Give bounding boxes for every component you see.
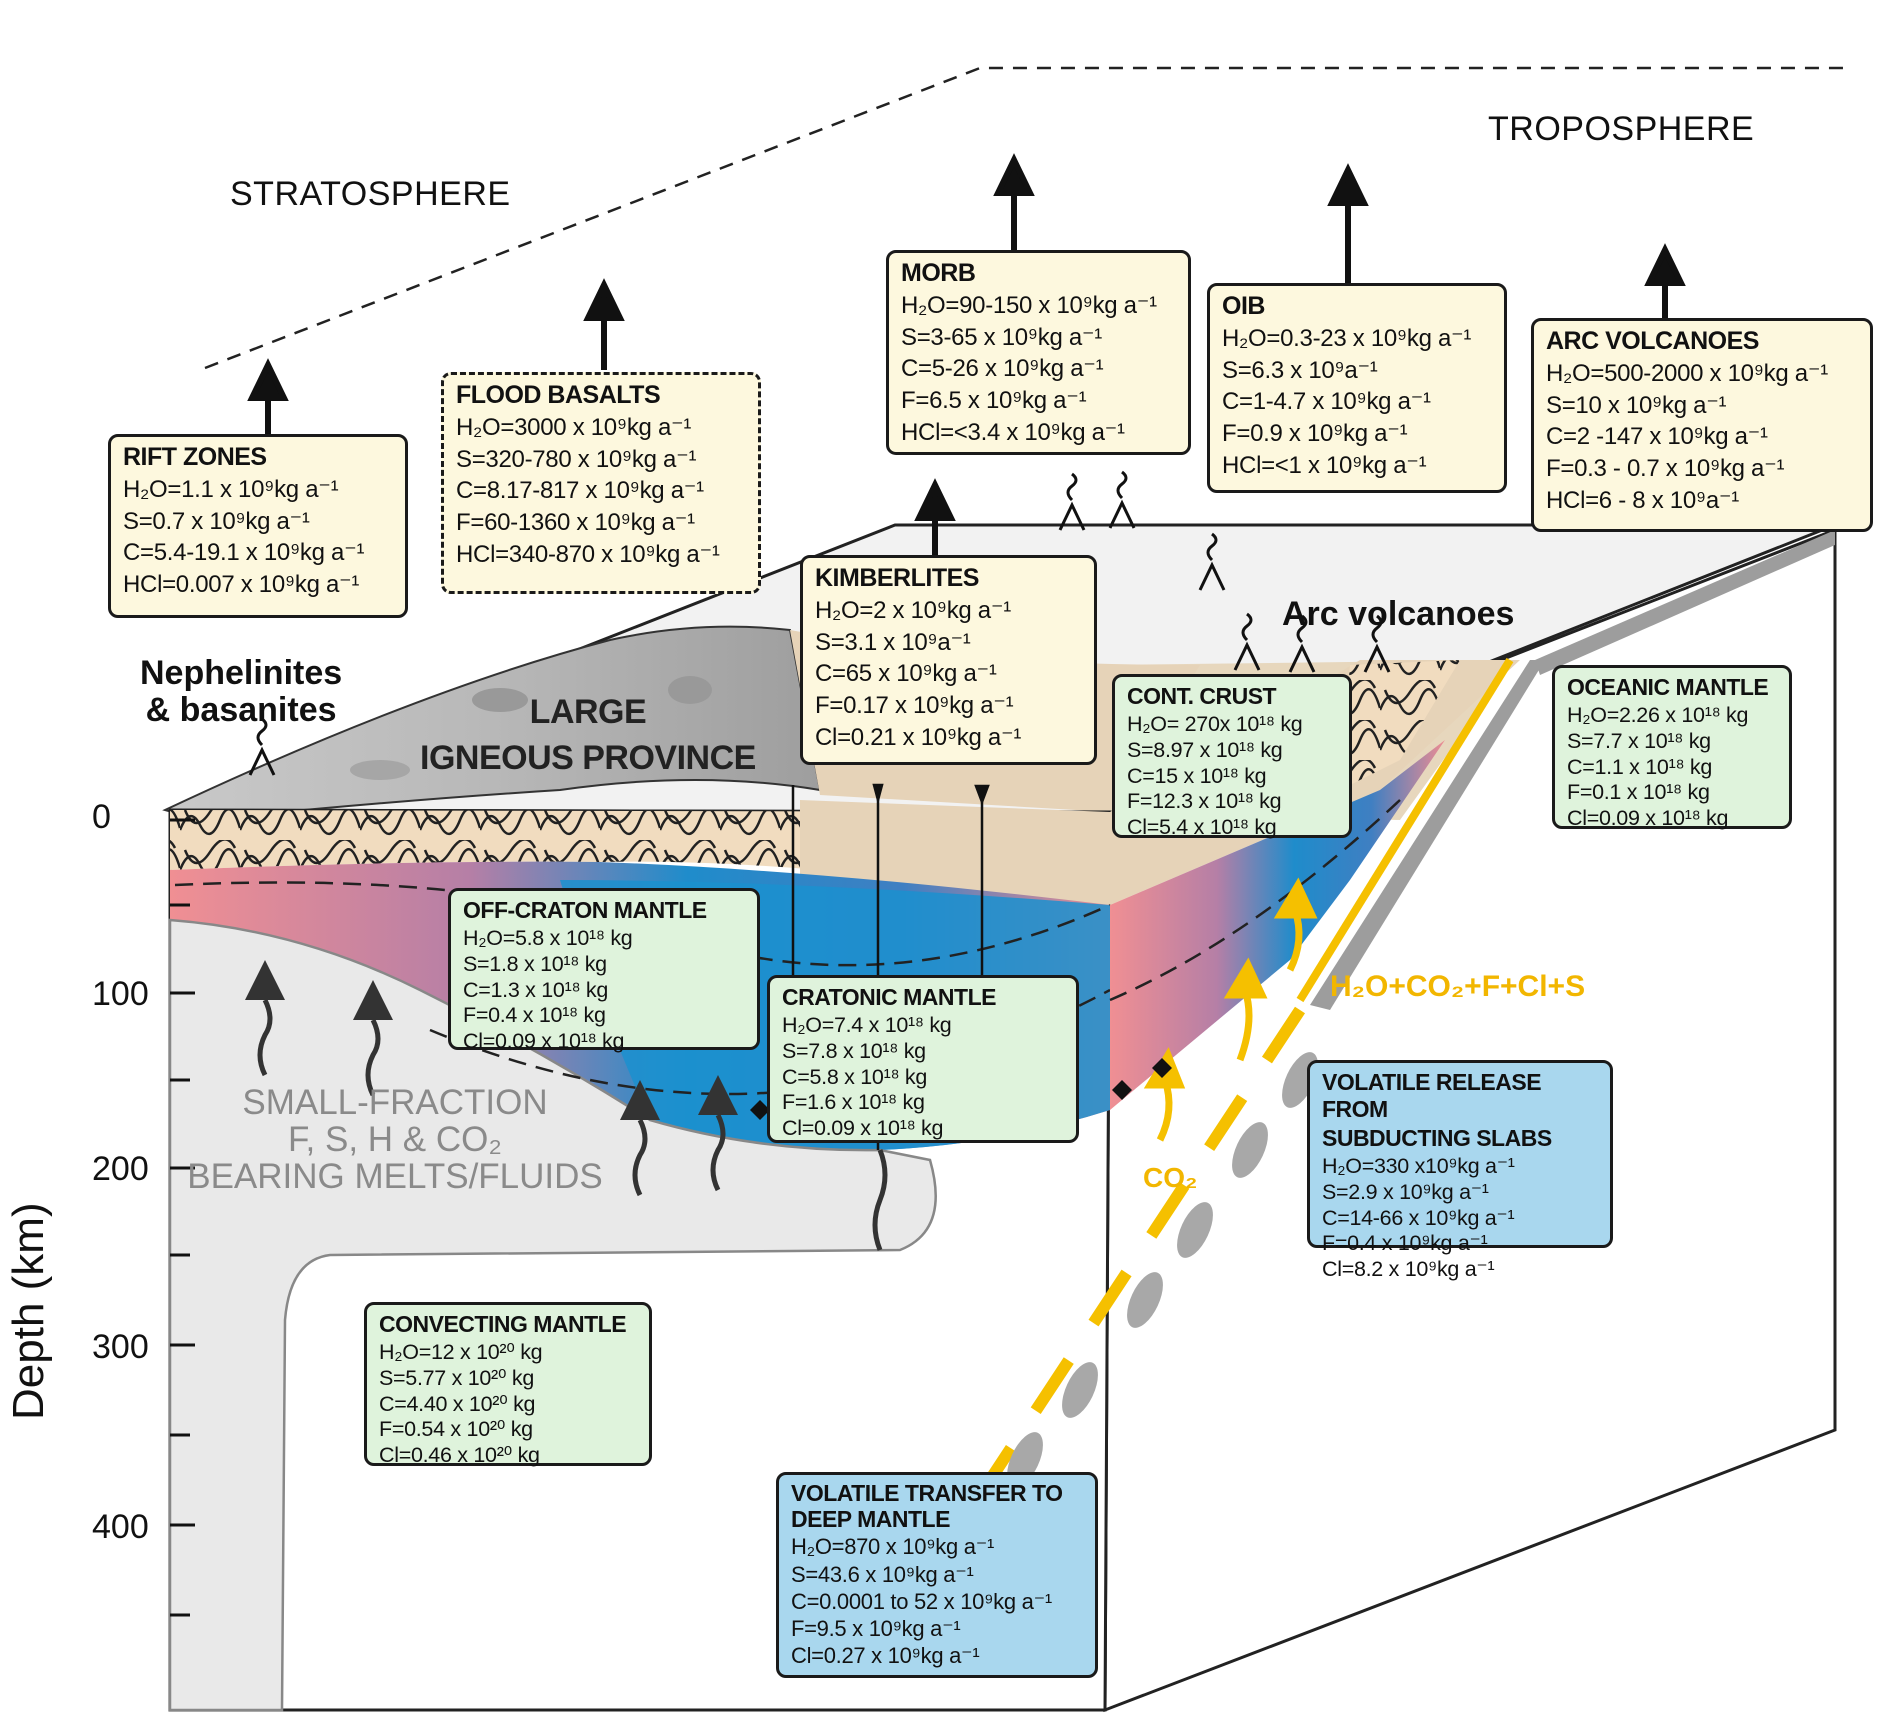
stratosphere-label: STRATOSPHERE: [230, 175, 511, 213]
lip-crater: [668, 676, 712, 704]
lip-label: LARGE IGNEOUS PROVINCE: [420, 693, 756, 777]
depth-tick-0: 0: [92, 798, 111, 836]
nephelinites-label: Nephelinites & basanites: [140, 654, 343, 730]
off-craton-mantle-box: OFF-CRATON MANTLE H₂O=5.8 x 10¹⁸ kg S=1.…: [448, 888, 760, 1053]
deep-transfer-box: VOLATILE TRANSFER TO DEEP MANTLE H₂O=870…: [776, 1472, 1098, 1678]
box-title: RIFT ZONES: [123, 443, 267, 471]
block-top-edge-shade: [1535, 530, 1835, 675]
depth-tick-400: 400: [92, 1508, 149, 1546]
cont-crust-box: CONT. CRUST H₂O= 270x 10¹⁸ kg S=8.97 x 1…: [1112, 674, 1352, 839]
morb-box: MORB H₂O=90-150 x 10⁹kg a⁻¹ S=3-65 x 10⁹…: [886, 250, 1191, 455]
troposphere-label: TROPOSPHERE: [1488, 110, 1755, 148]
side-dashed-line: [1109, 799, 1401, 1002]
co2-label: CO₂: [1143, 1162, 1198, 1193]
small-fraction-melts-label: SMALL-FRACTION F, S, H & CO₂ BEARING MEL…: [187, 1083, 603, 1196]
arc-volcanoes-box: ARC VOLCANOES H₂O=500-2000 x 10⁹kg a⁻¹ S…: [1531, 318, 1873, 532]
tropopause-line: [204, 66, 1845, 370]
lab-boundary-line: [174, 881, 1111, 967]
diamond-markers: [750, 1058, 1172, 1120]
slab-flux-label: H₂O+CO₂+F+Cl+S: [1330, 970, 1586, 1003]
side-mantle: [1110, 740, 1445, 1110]
volatile-release-box: VOLATILE RELEASE FROM SUBDUCTING SLABS H…: [1307, 1060, 1613, 1281]
melt-ascent-arrows: [245, 960, 888, 1251]
oib-box: OIB H₂O=0.3-23 x 10⁹kg a⁻¹ S=6.3 x 10⁹a⁻…: [1207, 283, 1507, 493]
flux-arrows: [247, 153, 1686, 555]
slab-dashed-path: [984, 1006, 1306, 1484]
volcano-symbols: [248, 470, 1391, 776]
oceanic-mantle-box: OCEANIC MANTLE H₂O=2.26 x 10¹⁸ kg S=7.7 …: [1552, 665, 1792, 830]
depth-tick-100: 100: [92, 975, 149, 1013]
lip-crater: [472, 688, 528, 712]
depth-axis-title: Depth (km): [4, 1202, 53, 1420]
slab-shadow: [1310, 660, 1545, 1010]
convecting-mantle-box: CONVECTING MANTLE H₂O=12 x 10²⁰ kg S=5.7…: [364, 1302, 652, 1467]
melt-region: [168, 918, 937, 1712]
depth-tick-200: 200: [92, 1150, 149, 1188]
side-crust-squiggle: [1340, 660, 1460, 790]
slab-top-line: [1296, 657, 1514, 1003]
box-lines: H₂O=1.1 x 10⁹kg a⁻¹ S=0.7 x 10⁹kg a⁻¹ C=…: [123, 476, 365, 599]
depth-tick-300: 300: [92, 1328, 149, 1366]
depth-axis-ticks: [170, 818, 195, 1617]
flood-basalts-box: FLOOD BASALTS H₂O=3000 x 10⁹kg a⁻¹ S=320…: [441, 372, 761, 594]
lip-crater: [350, 760, 410, 780]
rift-zones-box: RIFT ZONES H₂O=1.1 x 10⁹kg a⁻¹ S=0.7 x 1…: [108, 434, 408, 618]
kimberlites-box: KIMBERLITES H₂O=2 x 10⁹kg a⁻¹ S=3.1 x 10…: [800, 555, 1097, 765]
cratonic-mantle-box: CRATONIC MANTLE H₂O=7.4 x 10¹⁸ kg S=7.8 …: [767, 975, 1079, 1143]
arc-volcanoes-label: Arc volcanoes: [1282, 595, 1515, 633]
